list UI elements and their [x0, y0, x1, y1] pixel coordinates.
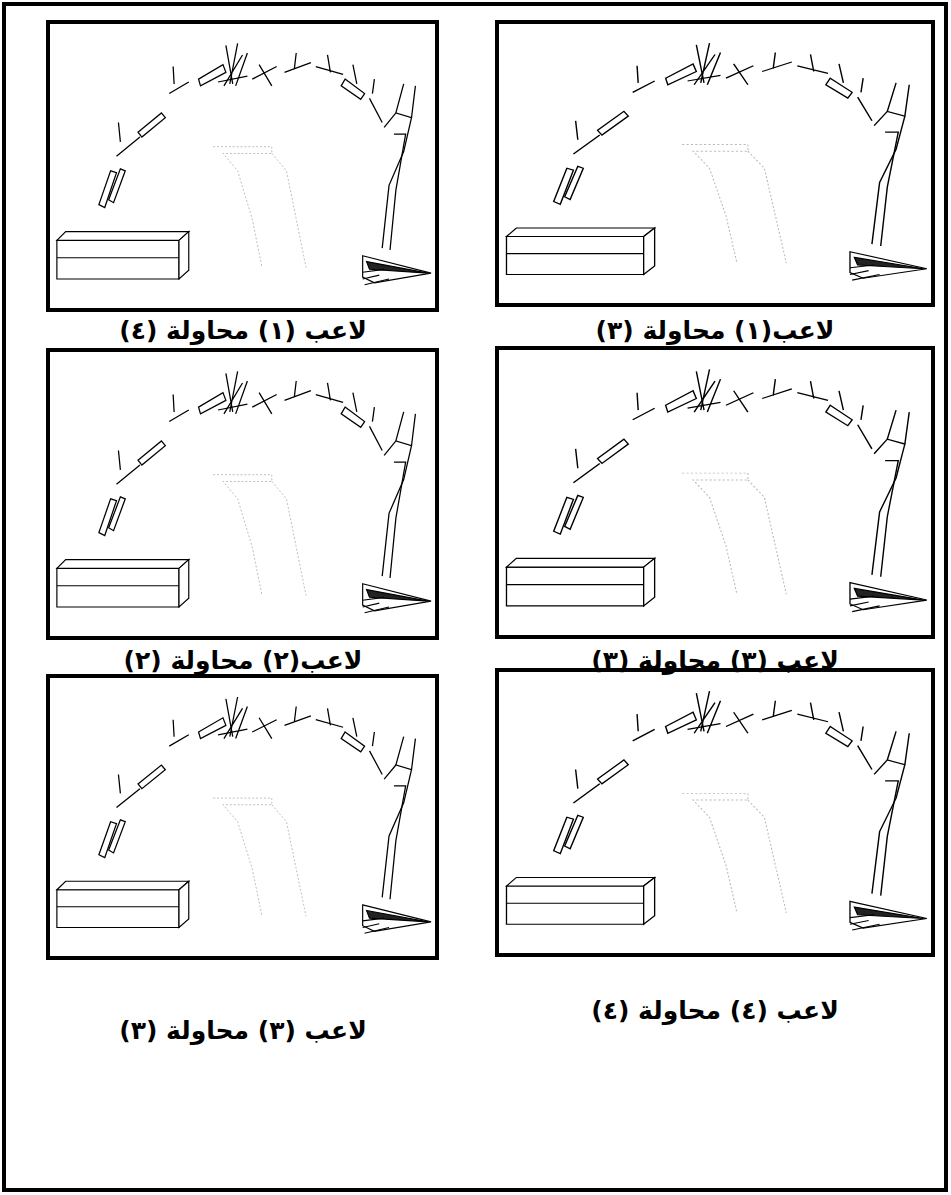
- panel: [48, 22, 437, 310]
- outer-frame: [4, 4, 946, 1190]
- panel-caption: لاعب(٢) محاولة (٢): [124, 646, 363, 675]
- panel-caption: لاعب (١) محاولة (٤): [119, 316, 367, 345]
- panel-caption: لاعب (٤) محاولة (٤): [591, 996, 839, 1025]
- panel: [48, 350, 437, 638]
- panel-caption: لاعب (٣) محاولة (٣): [119, 1016, 367, 1045]
- panel: [48, 676, 437, 958]
- panel-caption: لاعب(١) محاولة (٣): [596, 316, 835, 345]
- panel: [497, 22, 933, 305]
- panel-caption: لاعب (٣) محاولة (٣): [591, 646, 839, 675]
- panel: [497, 348, 933, 637]
- panel: [497, 670, 933, 955]
